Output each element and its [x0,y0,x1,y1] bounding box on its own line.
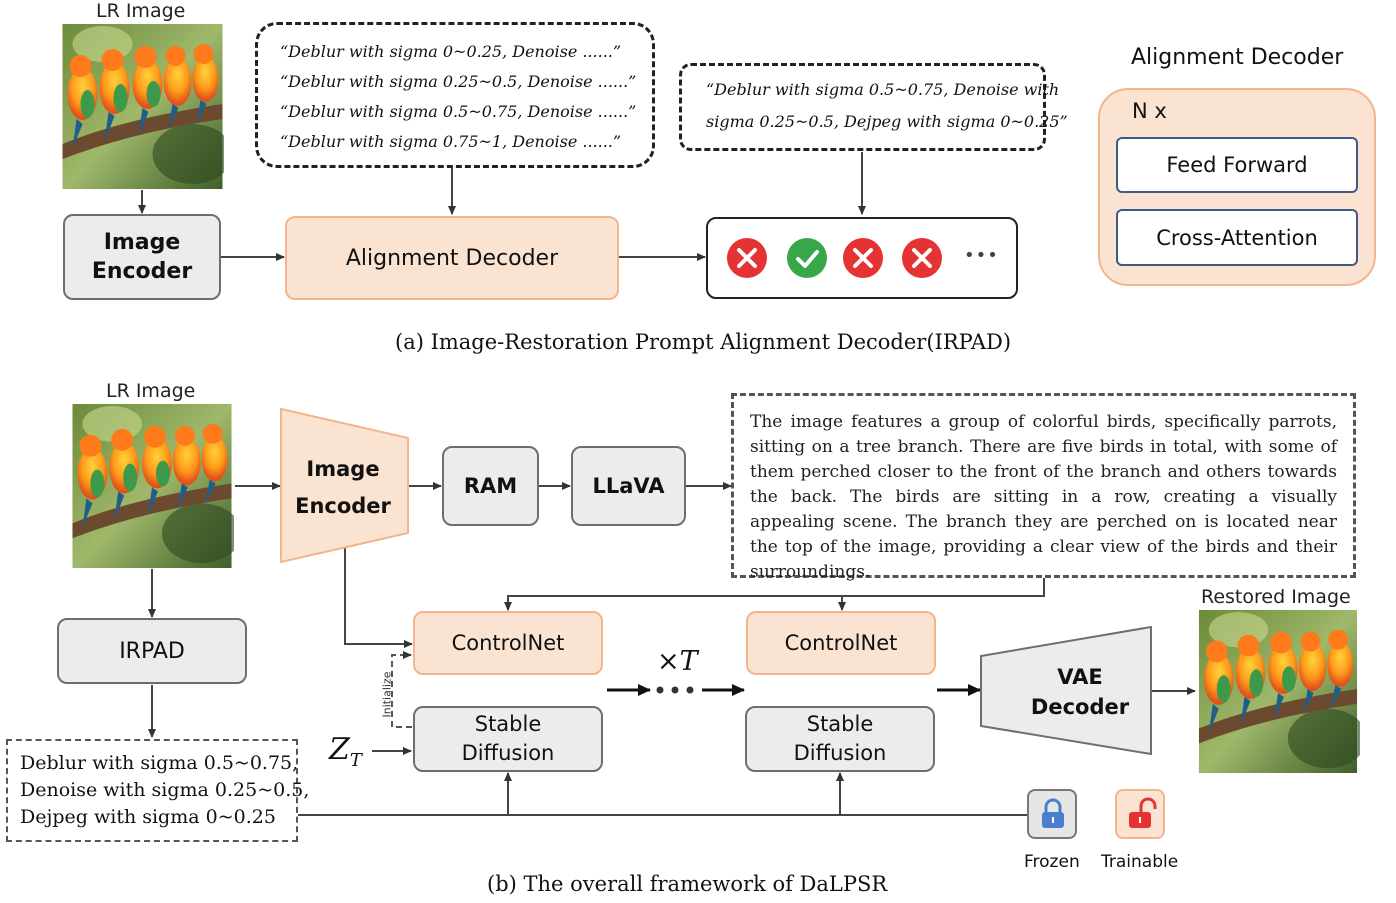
stable-diffusion-1: Stable Diffusion [413,706,603,772]
irpad-box: IRPAD [57,618,247,684]
image-encoder-top: Image Encoder [63,214,221,300]
llava-box: LLaVA [571,446,686,526]
decoder-detail-title: Alignment Decoder [1131,45,1344,70]
controlnet-2: ControlNet [746,611,936,675]
llava-description: The image features a group of colorful b… [750,412,1337,582]
decoder-repeat-label: N x [1132,99,1167,123]
cross-icon [843,238,883,278]
prompt-line: “Deblur with sigma 0~0.25, Denoise .....… [280,42,622,61]
ellipsis-dots [656,686,694,694]
irpad-label: IRPAD [119,638,185,664]
alignment-decoder-top: Alignment Decoder [285,216,619,300]
result-box: ••• [706,217,1018,299]
caption-b: (b) The overall framework of DaLPSR [487,872,888,896]
prompt-list-box: “Deblur with sigma 0~0.25, Denoise .....… [255,22,655,168]
alignment-decoder-top-label: Alignment Decoder [345,245,559,271]
more-results-indicator: ••• [964,245,999,266]
vae-decoder-label: VAE Decoder [1030,665,1130,719]
frozen-label: Frozen [1024,852,1080,872]
llava-label: LLaVA [592,474,665,498]
controlnet-2-label: ControlNet [784,631,898,655]
trainable-label: Trainable [1101,852,1179,872]
stable-diffusion-2-label: Stable Diffusion [793,712,887,765]
cross-attention-layer: Cross-Attention [1116,209,1358,266]
times-t-label: ×T [657,646,698,677]
restored-image-label: Restored Image [1201,586,1351,608]
cross-icon [727,238,767,278]
image-encoder-trapezoid [280,408,409,563]
z-subscript: T [349,750,362,771]
lr-image-label-bottom: LR Image [106,380,196,402]
unlock-icon [1129,797,1157,828]
trainable-legend-box [1115,789,1165,839]
controlnet-1: ControlNet [413,611,603,675]
llava-description-box: The image features a group of colorful b… [731,393,1356,582]
z-t-symbol: ZT [329,732,362,771]
prompt-line: “Deblur with sigma 0.5~0.75, Denoise ...… [280,102,637,121]
cross-attention-label: Cross-Attention [1156,225,1318,250]
restored-image [1196,610,1360,773]
image-encoder-bottom-label: Image Encoder [295,457,391,518]
degradation-line: Denoise with sigma 0.25~0.5, [20,779,310,801]
image-encoder-bottom: Image Encoder [280,450,406,526]
lr-image-label-top: LR Image [96,0,186,22]
degradation-prompt-box: Deblur with sigma 0.5~0.75, Denoise with… [6,739,310,842]
lock-icon [1042,798,1064,828]
initialize-label-wrap: Initialize [378,668,402,728]
image-encoder-top-label: Image Encoder [91,230,193,284]
cross-icon [902,238,942,278]
degradation-line: Dejpeg with sigma 0~0.25 [20,806,276,828]
feed-forward-label: Feed Forward [1166,153,1308,177]
vae-decoder-trapezoid [980,626,1152,756]
z-symbol: Z [329,732,350,767]
prompt-line: “Deblur with sigma 0.25~0.5, Denoise ...… [280,72,637,91]
ram-label: RAM [463,474,518,498]
degradation-line: Deblur with sigma 0.5~0.75, [20,752,299,774]
initialize-label: Initialize [380,671,394,718]
caption-a: (a) Image-Restoration Prompt Alignment D… [395,330,1012,354]
decoder-detail-box: N x Feed Forward Cross-Attention [1098,88,1376,286]
lr-image-top [61,24,224,189]
prompt-line: “Deblur with sigma 0.75~1, Denoise .....… [280,132,622,151]
vae-decoder: VAE Decoder [1000,657,1160,727]
frozen-legend-box [1027,789,1077,839]
stable-diffusion-1-label: Stable Diffusion [461,712,555,765]
stable-diffusion-2: Stable Diffusion [745,706,935,772]
feed-forward-layer: Feed Forward [1116,137,1358,193]
check-icon [787,238,827,278]
ram-box: RAM [442,446,539,526]
lr-image-bottom [70,404,234,568]
target-prompt-box: “Deblur with sigma 0.5~0.75, Denoise wit… [679,63,1068,151]
target-prompt-line: “Deblur with sigma 0.5~0.75, Denoise wit… [706,80,1060,99]
target-prompt-line: sigma 0.25~0.5, Dejpeg with sigma 0~0.25… [706,112,1068,131]
controlnet-1-label: ControlNet [451,631,565,655]
